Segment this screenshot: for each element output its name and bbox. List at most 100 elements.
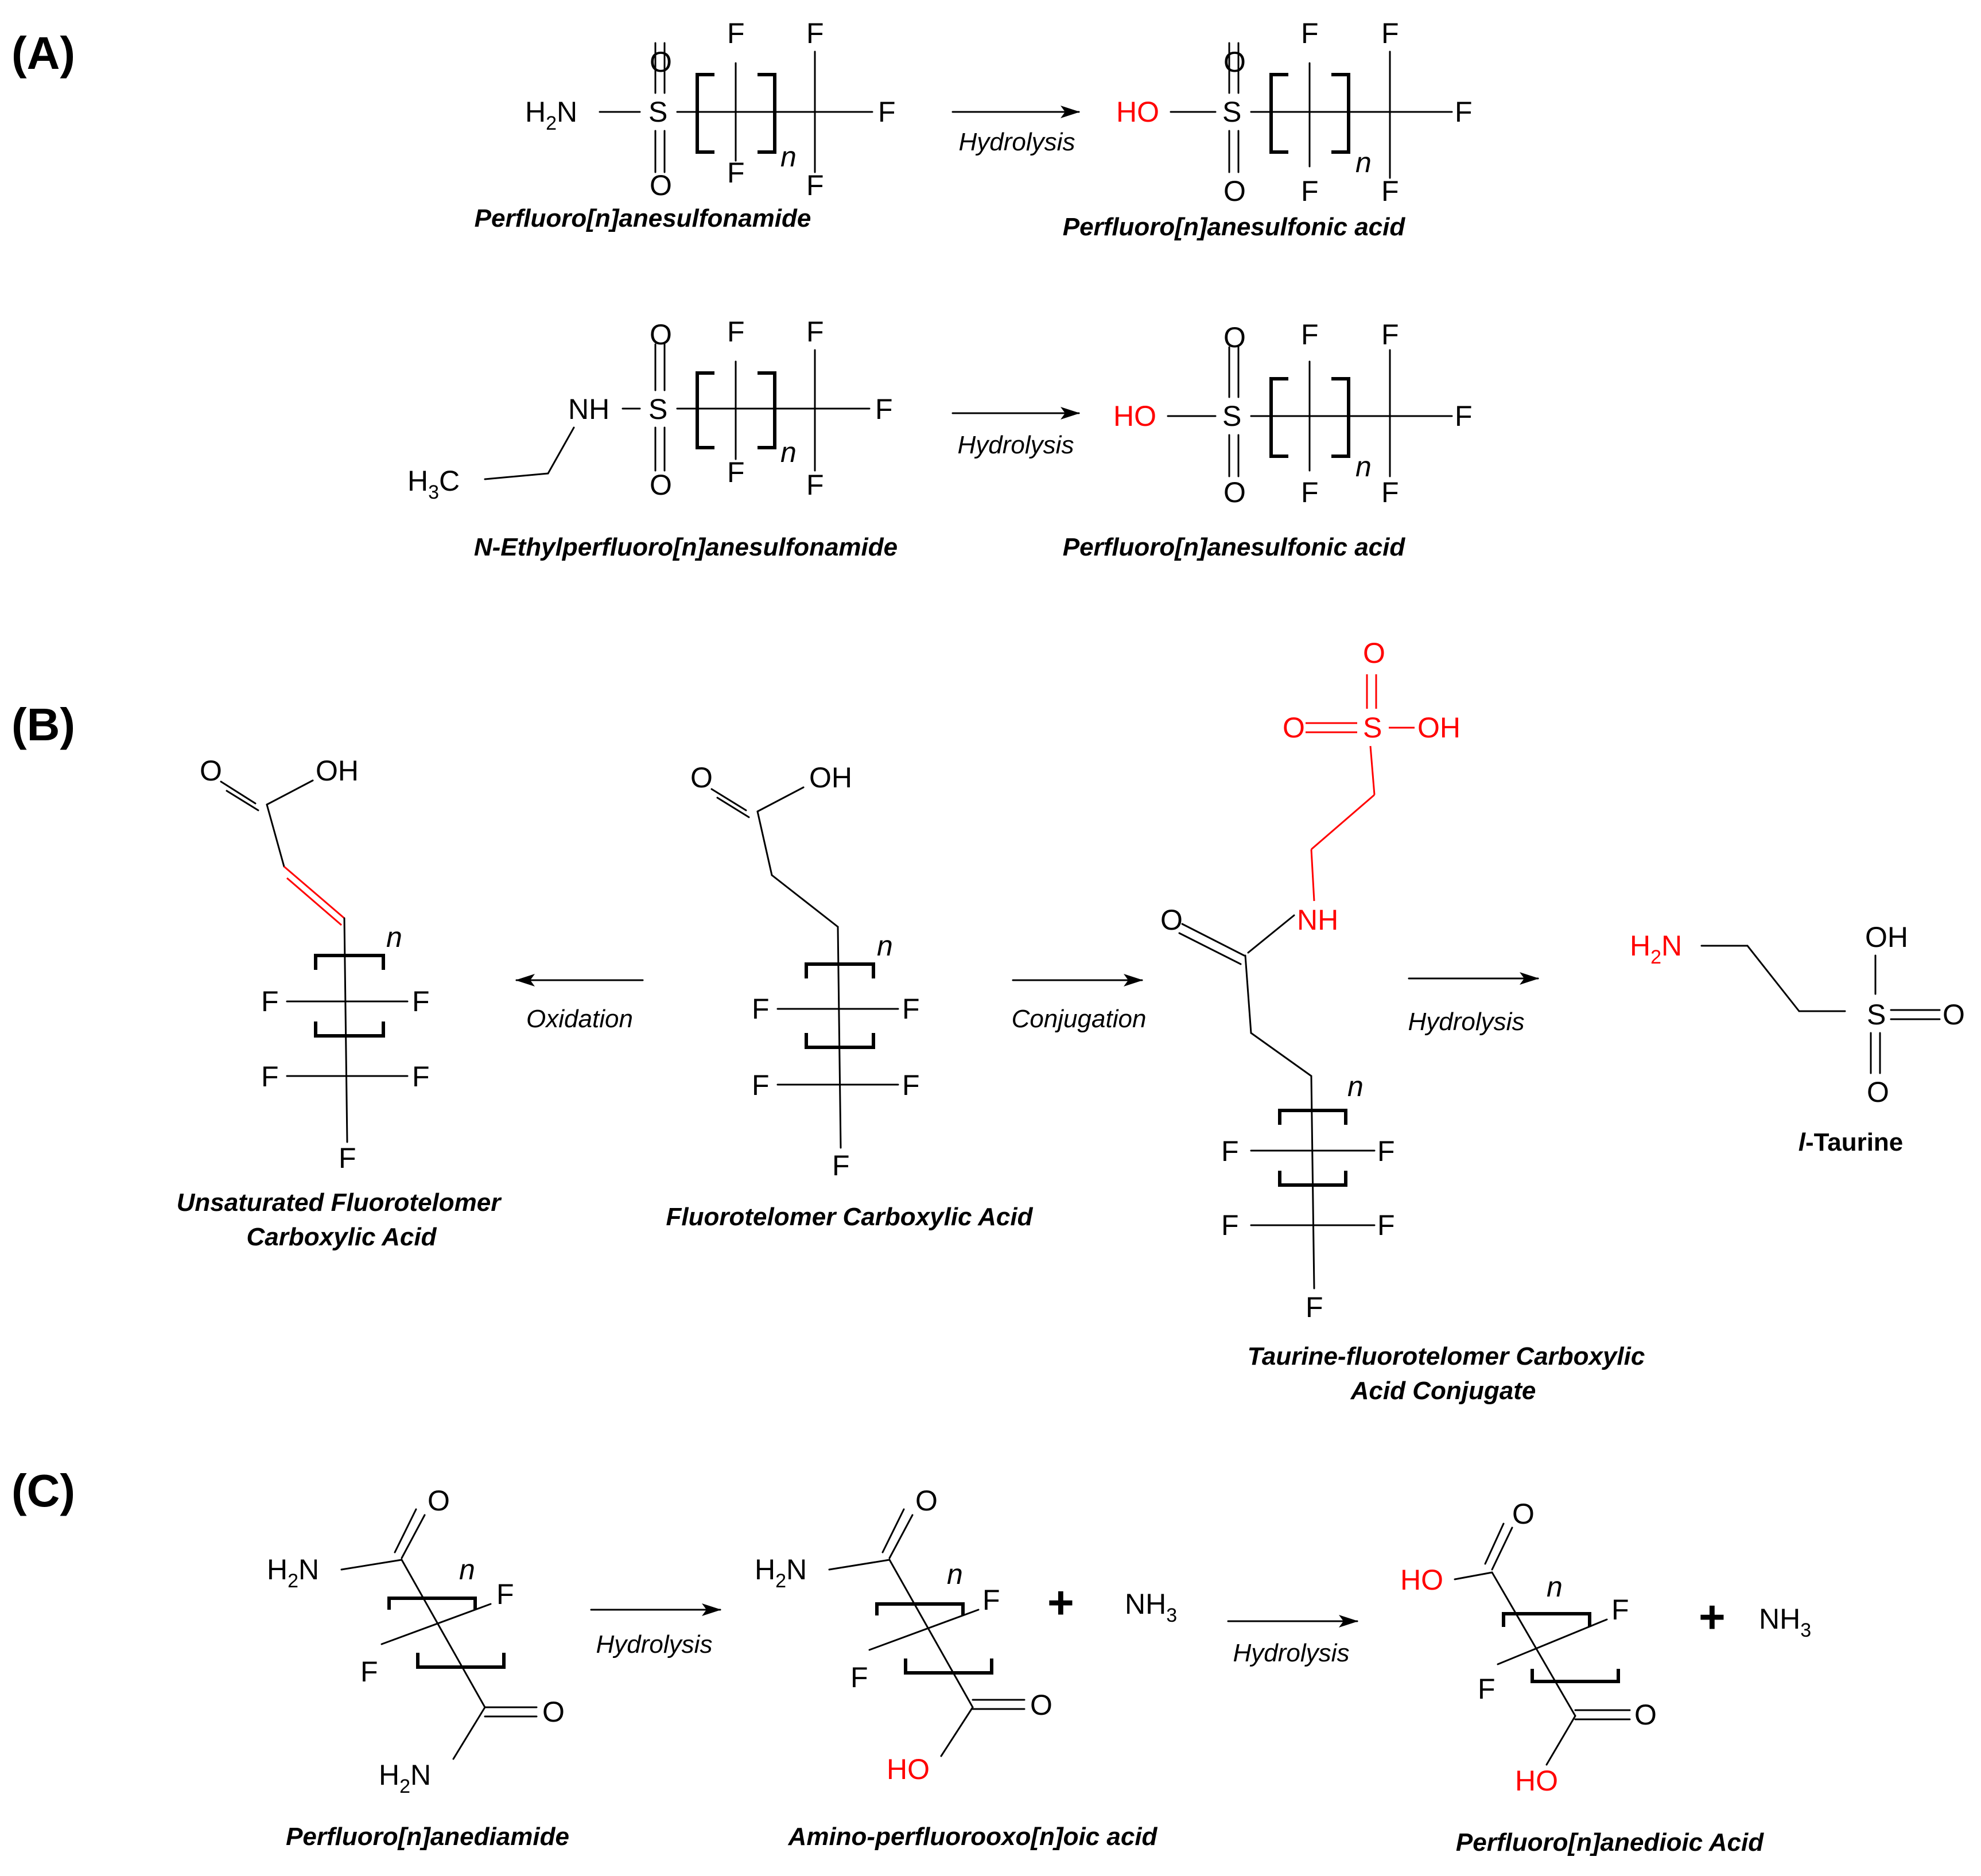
oxygen-label-top: O	[650, 319, 672, 351]
perfluoroalkanesulfonic-acid-structure-2: HO S O O F F n F F F	[1113, 319, 1473, 508]
oxygen-label-bottom: O	[1223, 476, 1246, 508]
perfluoroalkanesulfonamide-structure: H2N S O O F F n F F F	[525, 17, 896, 201]
fluorine-label: F	[752, 993, 770, 1025]
sulfur-label: S	[648, 393, 667, 425]
oxygen-label-bottom: O	[650, 169, 672, 201]
fluorine-label: F	[1381, 175, 1399, 207]
fluorine-label: F	[806, 17, 824, 49]
caption-unsaturated-ftca-line1: Unsaturated Fluorotelomer	[177, 1188, 503, 1217]
amine-label: H2N	[755, 1553, 807, 1592]
hydroxyl-label: OH	[1417, 712, 1460, 744]
perfluoroalkanesulfonic-acid-structure: HO S O O F F n F F F	[1116, 17, 1473, 207]
hydroxyl-label: HO	[1116, 96, 1159, 128]
fluorine-label: F	[1301, 175, 1319, 207]
fluorine-label: F	[902, 993, 920, 1025]
reaction-label-hydrolysis: Hydrolysis	[1233, 1639, 1350, 1667]
caption-perfluoroalkanediamide: Perfluoro[n]anediamide	[286, 1823, 569, 1851]
oxygen-label-bottom: O	[650, 469, 672, 501]
double-bond-highlight	[283, 865, 345, 919]
sulfur-label: S	[648, 96, 667, 128]
repeat-n-label: n	[386, 921, 402, 953]
fluorine-label: F	[1381, 476, 1399, 508]
reaction-label-conjugation: Conjugation	[1012, 1005, 1147, 1033]
caption-l-taurine: l-Taurine	[1799, 1128, 1904, 1156]
methyl-label: H3C	[407, 465, 460, 503]
oxygen-label: O	[1943, 999, 1965, 1031]
fluorine-label: F	[1306, 1291, 1323, 1323]
fluorine-label: F	[752, 1069, 770, 1101]
oxygen-label: O	[1363, 637, 1385, 669]
panel-label-c: (C)	[11, 1465, 75, 1516]
oxygen-label: O	[1512, 1498, 1535, 1530]
oxygen-label: O	[1283, 712, 1305, 744]
amine-label: H2N	[1630, 930, 1682, 968]
fluorine-label: F	[1381, 319, 1399, 351]
oxygen-label: O	[1867, 1076, 1889, 1108]
fluorine-label: F	[727, 157, 745, 189]
repeat-n-label: n	[877, 930, 893, 962]
caption-ftca: Fluorotelomer Carboxylic Acid	[666, 1203, 1034, 1231]
repeat-n-label: n	[1355, 450, 1372, 483]
fluorine-label: F	[832, 1149, 850, 1182]
caption-taurine-conjugate-line1: Taurine-fluorotelomer Carboxylic	[1248, 1342, 1645, 1370]
fluorine-label: F	[1455, 96, 1473, 128]
plus-sign: +	[1047, 1577, 1074, 1628]
repeat-n-label: n	[947, 1558, 963, 1590]
repeat-n-label: n	[1547, 1571, 1563, 1603]
fluorine-label: F	[1301, 17, 1319, 49]
fluorine-label: F	[496, 1578, 514, 1610]
hydroxyl-label: HO	[887, 1753, 930, 1785]
panel-label-b: (B)	[11, 699, 75, 750]
oxygen-label: O	[1030, 1689, 1052, 1721]
oxygen-label: O	[542, 1696, 565, 1728]
reaction-label-hydrolysis: Hydrolysis	[596, 1630, 713, 1659]
repeat-n-label: n	[780, 436, 797, 468]
oxygen-label-bottom: O	[1223, 175, 1246, 207]
fluorine-label: F	[727, 316, 745, 348]
caption-perfluoroalkanesulfonic-acid: Perfluoro[n]anesulfonic acid	[1063, 213, 1406, 241]
ammonia-label: NH3	[1125, 1588, 1177, 1626]
fluorine-label: F	[1221, 1135, 1239, 1167]
hydroxyl-label: HO	[1515, 1765, 1558, 1797]
perfluoroalkanedioic-acid-structure: O HO n F F O HO	[1400, 1498, 1657, 1797]
fluorotelomer-carboxylic-acid-structure: O OH n F F F F F	[690, 762, 920, 1182]
unsaturated-fluorotelomer-carboxylic-acid-structure: O OH n F F F F F	[200, 755, 430, 1174]
caption-unsaturated-ftca-line2: Carboxylic Acid	[247, 1223, 437, 1251]
n-ethyl-perfluoroalkanesulfonamide-structure: H3C NH S O O F F n F F F	[407, 316, 893, 503]
oxygen-label-top: O	[1223, 321, 1246, 354]
oxygen-label: O	[915, 1485, 938, 1517]
fluorine-label: F	[412, 1061, 430, 1093]
fluorine-label: F	[1377, 1135, 1395, 1167]
reaction-label-oxidation: Oxidation	[526, 1005, 633, 1033]
fluorine-label: F	[806, 469, 824, 501]
oxygen-label: O	[1634, 1699, 1657, 1731]
oxygen-label: O	[428, 1485, 450, 1517]
hydroxyl-label: OH	[316, 755, 359, 787]
oxygen-label: O	[1160, 904, 1183, 936]
fluorine-label: F	[1221, 1209, 1239, 1241]
caption-perfluoroalkanesulfonic-acid-2: Perfluoro[n]anesulfonic acid	[1063, 533, 1406, 561]
ammonia-label: NH3	[1759, 1603, 1811, 1641]
fluorine-label: F	[360, 1656, 378, 1688]
oxygen-label: O	[690, 762, 713, 794]
fluorine-label: F	[1455, 400, 1473, 432]
fluorine-label: F	[1478, 1673, 1496, 1705]
l-taurine-structure: H2N OH S O O	[1630, 921, 1965, 1108]
amino-perfluorooxo-oic-acid-structure: O H2N n F F O HO	[755, 1485, 1052, 1785]
fluorine-label: F	[1301, 319, 1319, 351]
fluorine-label: F	[727, 17, 745, 49]
fluorine-label: F	[1377, 1209, 1395, 1241]
fluorine-label: F	[902, 1069, 920, 1101]
hydroxyl-label: HO	[1400, 1564, 1443, 1596]
reaction-label-hydrolysis: Hydrolysis	[959, 128, 1075, 156]
hydroxyl-label: OH	[1865, 921, 1908, 953]
caption-perfluoroalkanedioic-acid: Perfluoro[n]anedioic Acid	[1456, 1828, 1764, 1856]
hydroxyl-label: HO	[1113, 400, 1156, 432]
oxygen-label-top: O	[650, 46, 672, 78]
reaction-label-hydrolysis: Hydrolysis	[958, 431, 1074, 459]
taurine-fluorotelomer-conjugate-structure: O O S OH NH O n F F F F F	[1160, 637, 1460, 1323]
fluorine-label: F	[1611, 1594, 1629, 1626]
fluorine-label: F	[850, 1661, 868, 1694]
fluorine-label: F	[1301, 476, 1319, 508]
repeat-n-label: n	[780, 141, 797, 173]
